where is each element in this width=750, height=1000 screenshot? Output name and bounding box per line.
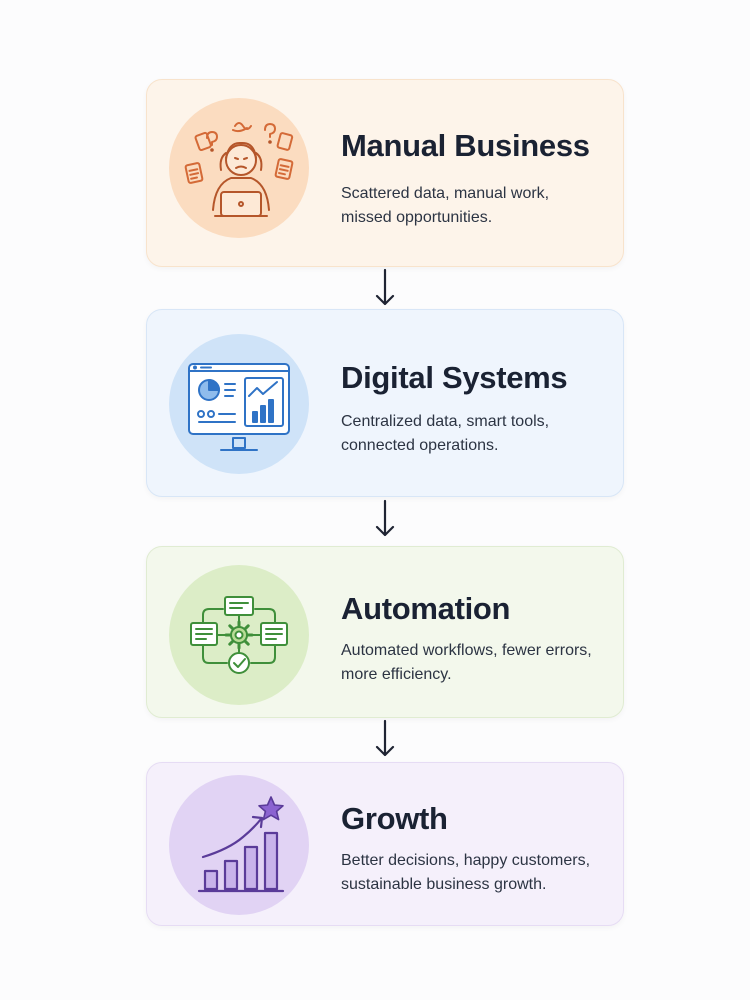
- dashboard-monitor-icon: [188, 363, 290, 451]
- step-card-growth: Growth Better decisions, happy customers…: [146, 762, 624, 926]
- step-icon-circle: [169, 334, 309, 474]
- step-icon-circle: [169, 775, 309, 915]
- step-title: Automation: [341, 591, 511, 626]
- stressed-person-laptop-icon: [184, 122, 294, 217]
- arrow-down-icon: [375, 499, 395, 537]
- step-card-automation: Automation Automated workflows, fewer er…: [146, 546, 624, 718]
- step-description: Scattered data, manual work, missed oppo…: [341, 185, 550, 226]
- step-description: Centralized data, smart tools, connected…: [341, 413, 550, 454]
- step-card-digital-systems: Digital Systems Centralized data, smart …: [146, 309, 624, 497]
- step-description: Better decisions, happy customers, susta…: [341, 852, 591, 893]
- arrow-down-icon: [375, 719, 395, 757]
- workflow-gear-icon: [190, 596, 288, 674]
- step-title: Manual Business: [341, 128, 590, 163]
- step-icon-circle: [169, 565, 309, 705]
- step-icon-circle: [169, 98, 309, 238]
- growth-chart-star-icon: [197, 796, 285, 893]
- step-description: Automated workflows, fewer errors, more …: [341, 642, 592, 683]
- step-card-manual-business: Manual Business Scattered data, manual w…: [146, 79, 624, 267]
- step-title: Growth: [341, 801, 448, 836]
- arrow-down-icon: [375, 268, 395, 306]
- step-title: Digital Systems: [341, 360, 568, 395]
